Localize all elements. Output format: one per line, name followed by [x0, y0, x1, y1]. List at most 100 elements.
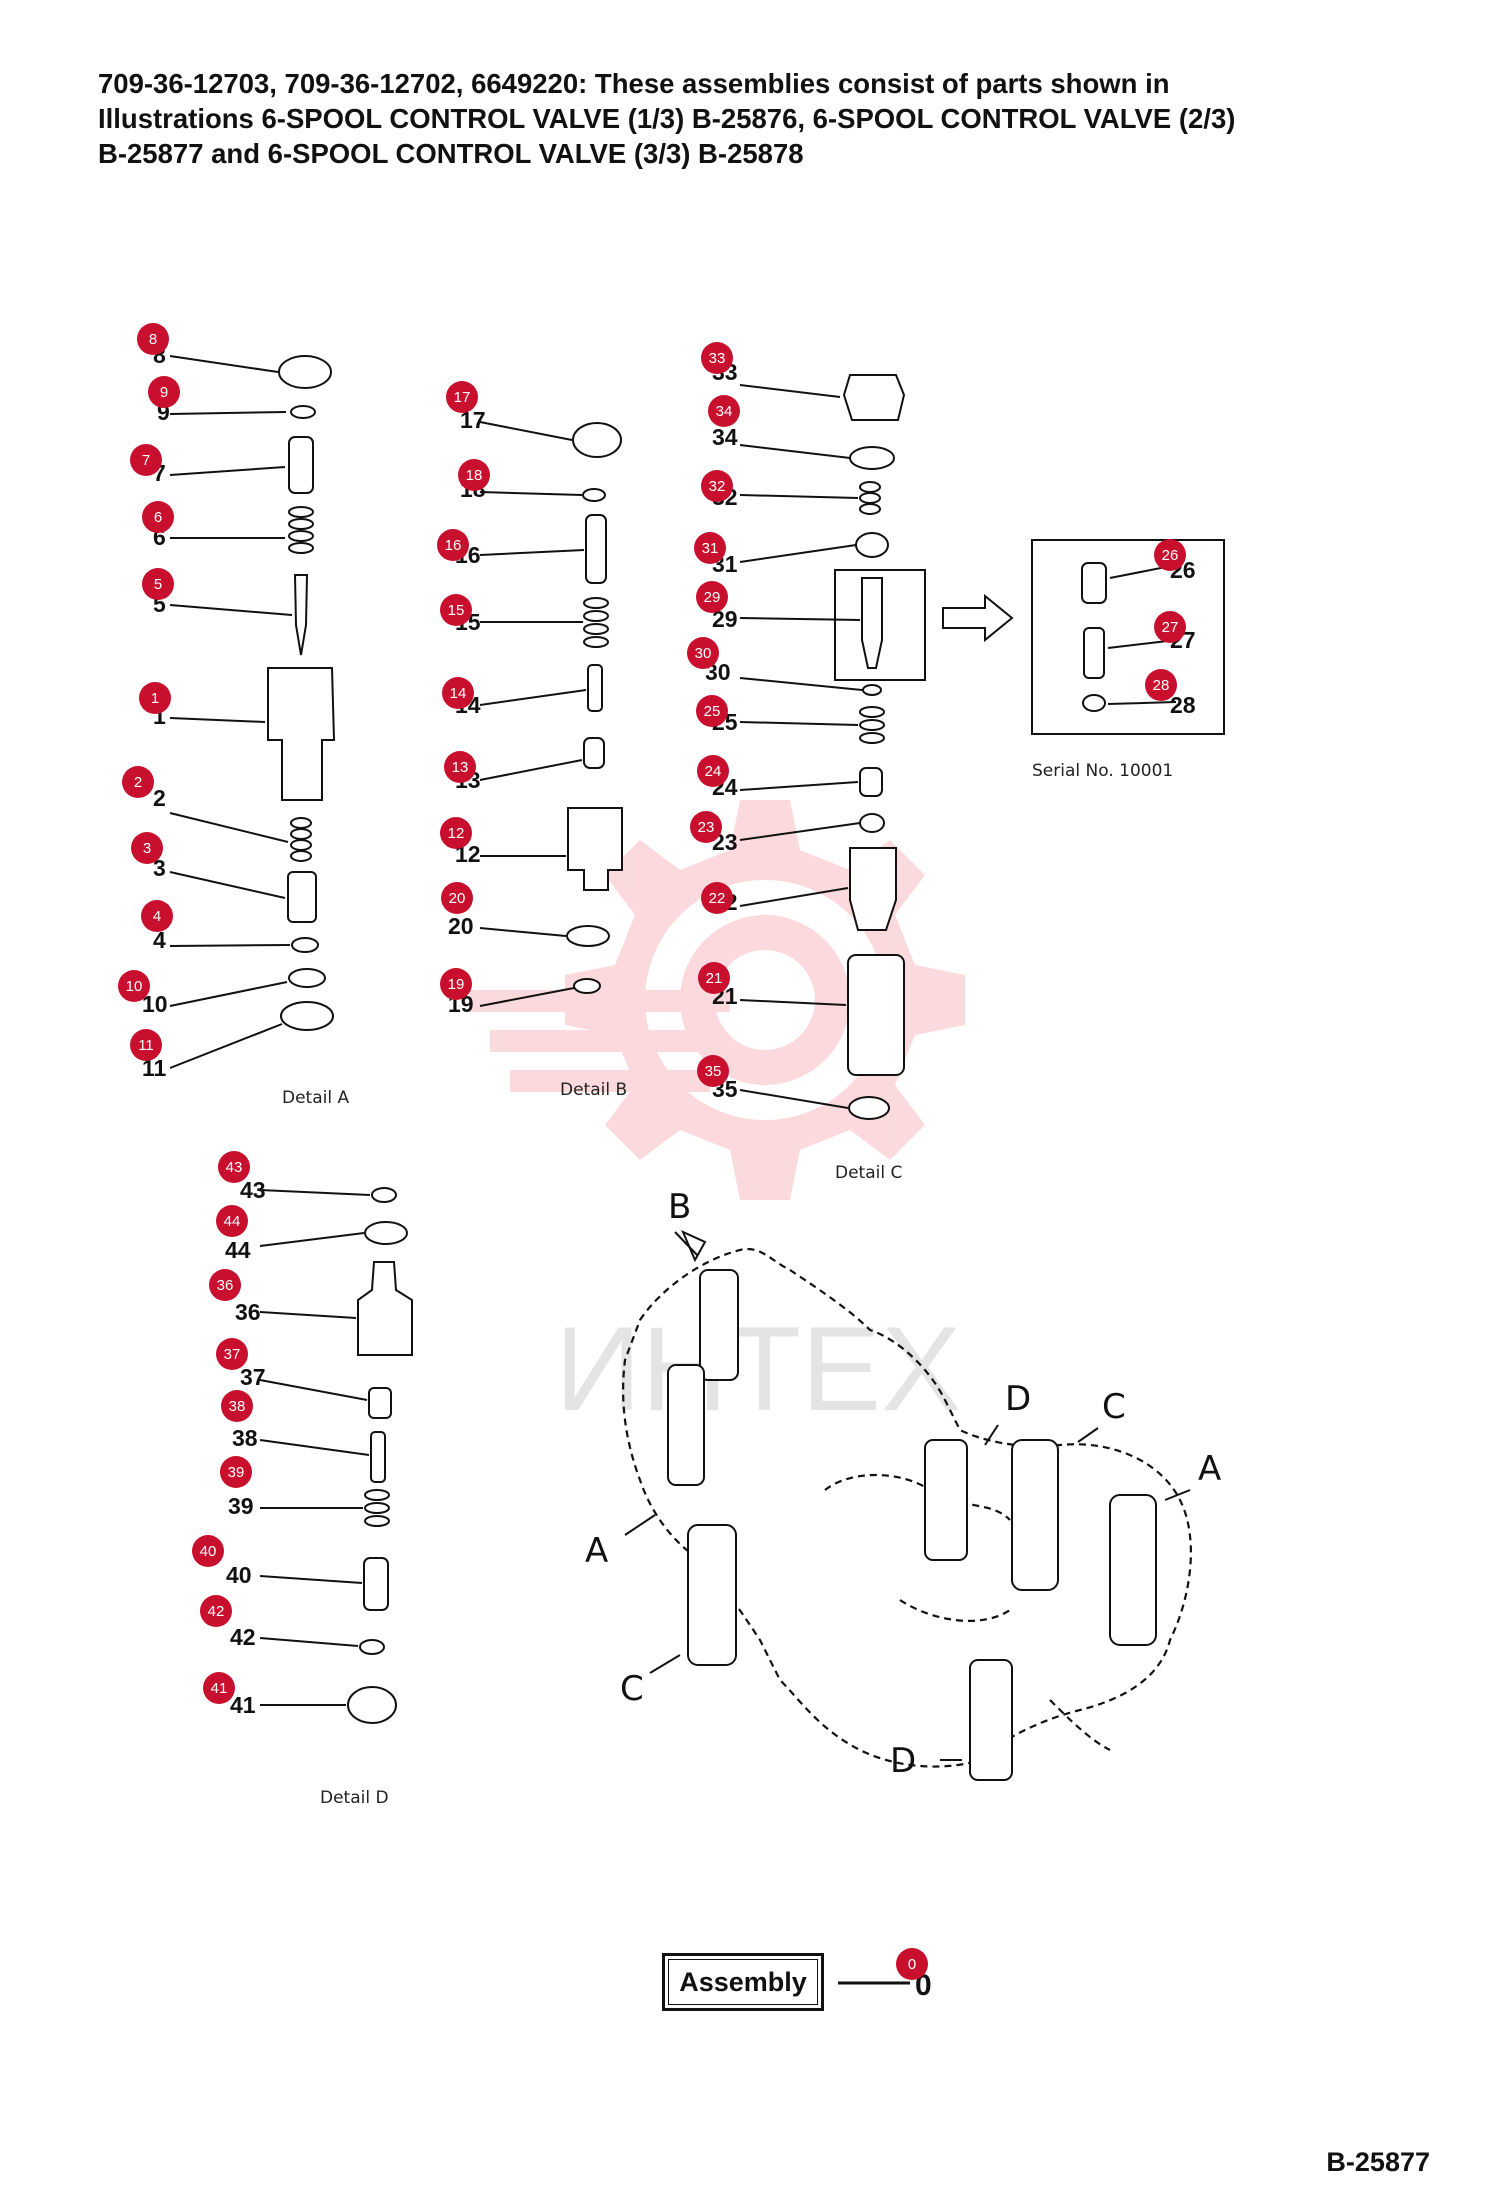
callout-15[interactable]: 15 [440, 594, 472, 626]
svg-text:34: 34 [716, 403, 733, 420]
callout-26[interactable]: 26 [1154, 539, 1186, 571]
callout-circle [209, 1269, 241, 1301]
callout-37[interactable]: 37 [216, 1338, 248, 1370]
callout-39[interactable]: 39 [220, 1456, 252, 1488]
callout-12[interactable]: 12 [440, 817, 472, 849]
callout-43[interactable]: 43 [218, 1151, 250, 1183]
svg-text:5: 5 [154, 576, 162, 593]
detail-a-group: Detail A [169, 355, 349, 1108]
svg-text:0: 0 [908, 1956, 916, 1973]
part-25-spring [859, 706, 885, 744]
callout-circle [216, 1205, 248, 1237]
callout-18[interactable]: 18 [458, 459, 490, 491]
callout-3[interactable]: 3 [131, 832, 163, 864]
header-line-2: Illustrations 6-SPOOL CONTROL VALVE (1/3… [98, 103, 1236, 134]
svg-text:23: 23 [698, 819, 715, 836]
svg-text:25: 25 [704, 703, 721, 720]
callout-circle [130, 1029, 162, 1061]
svg-text:43: 43 [226, 1159, 243, 1176]
callout-25[interactable]: 25 [696, 695, 728, 727]
callout-17[interactable]: 17 [446, 381, 478, 413]
callout-40[interactable]: 40 [192, 1535, 224, 1567]
callout-11[interactable]: 11 [130, 1029, 162, 1061]
drawing-number: B-25877 [1326, 2147, 1430, 2177]
view-letter-a-left: A [585, 1531, 608, 1571]
svg-text:33: 33 [709, 350, 726, 367]
part-8-cap-nut [278, 355, 332, 389]
callout-circle [708, 395, 740, 427]
callout-6[interactable]: 6 [142, 501, 174, 533]
callout-36[interactable]: 36 [209, 1269, 241, 1301]
assembly-box[interactable]: Assembly [662, 1953, 824, 2011]
part-number-43: 43 [240, 1177, 266, 1203]
callout-5[interactable]: 5 [142, 568, 174, 600]
svg-text:16: 16 [445, 537, 462, 554]
view-letter-a-right: A [1198, 1449, 1221, 1489]
callout-circle [130, 444, 162, 476]
callout-circle [142, 501, 174, 533]
callout-9[interactable]: 9 [148, 376, 180, 408]
callout-circle [696, 581, 728, 613]
callout-1[interactable]: 1 [139, 682, 171, 714]
callout-34[interactable]: 34 [708, 395, 740, 427]
detail-a-label: Detail A [282, 1088, 349, 1108]
part-5-poppet [293, 574, 309, 656]
callout-circle [441, 882, 473, 914]
callout-33[interactable]: 33 [701, 342, 733, 374]
svg-text:10: 10 [126, 978, 143, 995]
watermark-text: ИНТЕХ [555, 1302, 961, 1436]
callout-circle [698, 962, 730, 994]
callout-19[interactable]: 19 [440, 968, 472, 1000]
part-10-o-ring [288, 968, 326, 988]
callout-2[interactable]: 2 [122, 766, 154, 798]
callout-28[interactable]: 28 [1145, 669, 1177, 701]
callout-20[interactable]: 20 [441, 882, 473, 914]
callout-circle [458, 459, 490, 491]
svg-text:18: 18 [466, 467, 483, 484]
callout-0[interactable]: 0 [896, 1948, 928, 1980]
svg-text:11: 11 [138, 1037, 154, 1054]
callout-16[interactable]: 16 [437, 529, 469, 561]
callout-circle [437, 529, 469, 561]
callout-41[interactable]: 41 [203, 1672, 235, 1704]
svg-text:39: 39 [228, 1464, 245, 1481]
callout-30[interactable]: 30 [687, 637, 719, 669]
callout-circle [1145, 669, 1177, 701]
callout-24[interactable]: 24 [697, 755, 729, 787]
callout-35[interactable]: 35 [697, 1055, 729, 1087]
svg-text:8: 8 [149, 331, 157, 348]
callout-circle [220, 1456, 252, 1488]
part-36-valve-body [357, 1261, 413, 1356]
callout-31[interactable]: 31 [694, 532, 726, 564]
part-29-enclosure [834, 569, 926, 681]
callout-8[interactable]: 8 [137, 323, 169, 355]
callout-38[interactable]: 38 [221, 1390, 253, 1422]
callout-29[interactable]: 29 [696, 581, 728, 613]
callout-13[interactable]: 13 [444, 751, 476, 783]
callout-44[interactable]: 44 [216, 1205, 248, 1237]
callout-14[interactable]: 14 [442, 677, 474, 709]
svg-text:6: 6 [154, 509, 162, 526]
callout-circle [1154, 611, 1186, 643]
callout-27[interactable]: 27 [1154, 611, 1186, 643]
part-2-spring [290, 817, 312, 862]
callout-circle [694, 532, 726, 564]
callout-32[interactable]: 32 [701, 470, 733, 502]
callout-21[interactable]: 21 [698, 962, 730, 994]
svg-text:1: 1 [151, 690, 159, 707]
callout-4[interactable]: 4 [141, 900, 173, 932]
callout-10[interactable]: 10 [118, 970, 150, 1002]
callout-circle [1154, 539, 1186, 571]
callout-22[interactable]: 22 [701, 882, 733, 914]
callout-42[interactable]: 42 [200, 1595, 232, 1627]
part-20-o-ring [566, 925, 610, 947]
part-27-pin [1083, 627, 1105, 679]
detail-c-label: Detail C [835, 1163, 902, 1183]
callout-7[interactable]: 7 [130, 444, 162, 476]
svg-text:44: 44 [224, 1213, 241, 1230]
svg-text:3: 3 [143, 840, 151, 857]
svg-text:28: 28 [1153, 677, 1170, 694]
part-32-spring [859, 481, 881, 515]
callout-23[interactable]: 23 [690, 811, 722, 843]
view-letter-d-top: D [1005, 1379, 1031, 1419]
